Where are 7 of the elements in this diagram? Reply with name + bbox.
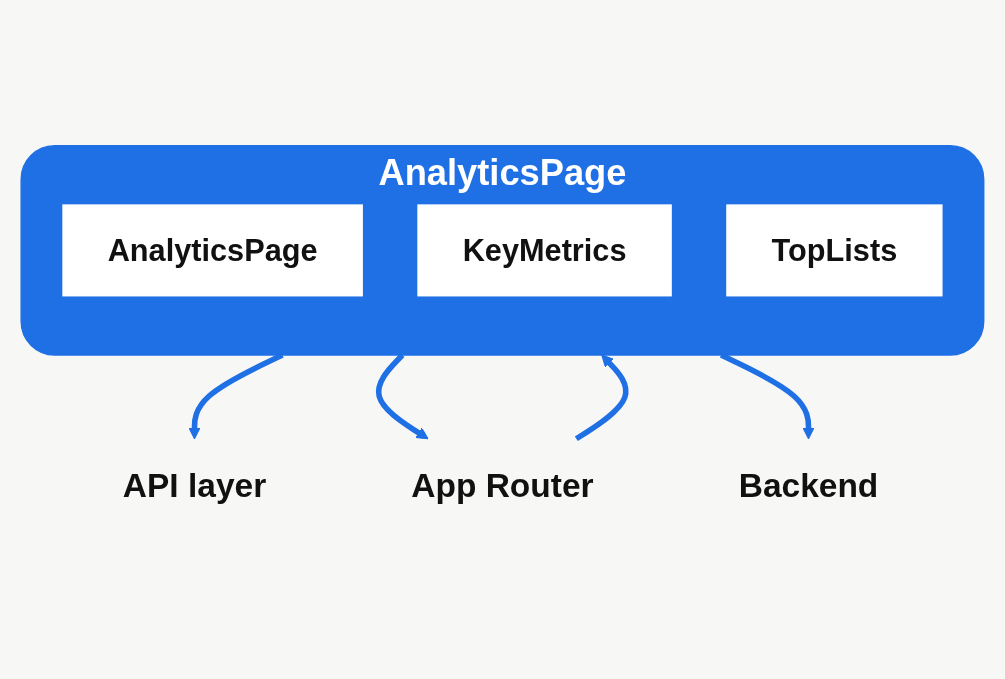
node-box: TopLists xyxy=(726,204,943,297)
node-box: KeyMetrics xyxy=(417,204,672,297)
node-box: AnalyticsPage xyxy=(62,204,363,297)
node-text: App Router xyxy=(411,466,594,505)
node-text: Backend xyxy=(738,466,879,505)
arrow xyxy=(574,354,629,441)
node-text: API layer xyxy=(122,466,267,505)
